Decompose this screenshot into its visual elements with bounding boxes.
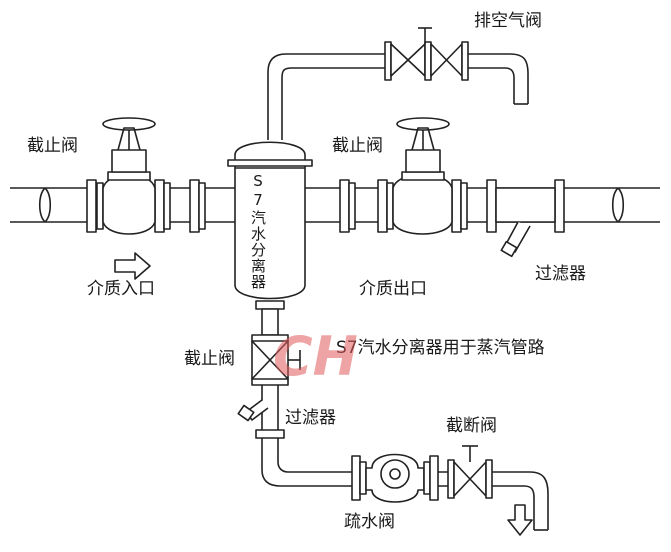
watermark-logo: CH: [273, 325, 358, 388]
separator-vessel: [227, 141, 313, 300]
drain-strainer-label: 过滤器: [285, 408, 336, 428]
drain-stop-valve-label: 截止阀: [184, 349, 235, 369]
steam-trap-body: [351, 453, 439, 503]
diagram-caption: S7汽水分离器用于蒸汽管路: [336, 338, 545, 358]
outlet-stop-valve: [392, 117, 453, 235]
inlet-stop-valve-label: 截止阀: [27, 136, 78, 156]
shutoff-valve-body: [438, 445, 549, 531]
separator-body-label: S7汽水分离器: [249, 172, 267, 290]
drain-line: [237, 300, 352, 487]
vent-valve-label: 排空气阀: [474, 11, 542, 31]
inlet-arrow-icon: [114, 252, 151, 280]
vent-pipe: [267, 53, 529, 140]
outlet-stop-valve-label: 截止阀: [332, 136, 383, 156]
steam-trap-label: 疏水阀: [344, 512, 395, 532]
inlet-stop-valve: [102, 117, 156, 235]
main-strainer: [495, 187, 556, 258]
medium-outlet-label: 介质出口: [359, 279, 427, 299]
medium-inlet-label: 介质入口: [87, 279, 155, 299]
vent-valve: [384, 27, 469, 81]
outlet-pipe: [305, 187, 660, 223]
drain-arrow-icon: [507, 504, 533, 536]
flanges-left: [86, 179, 206, 233]
shutoff-valve-label: 截断阀: [446, 416, 497, 436]
main-strainer-label: 过滤器: [535, 264, 586, 284]
